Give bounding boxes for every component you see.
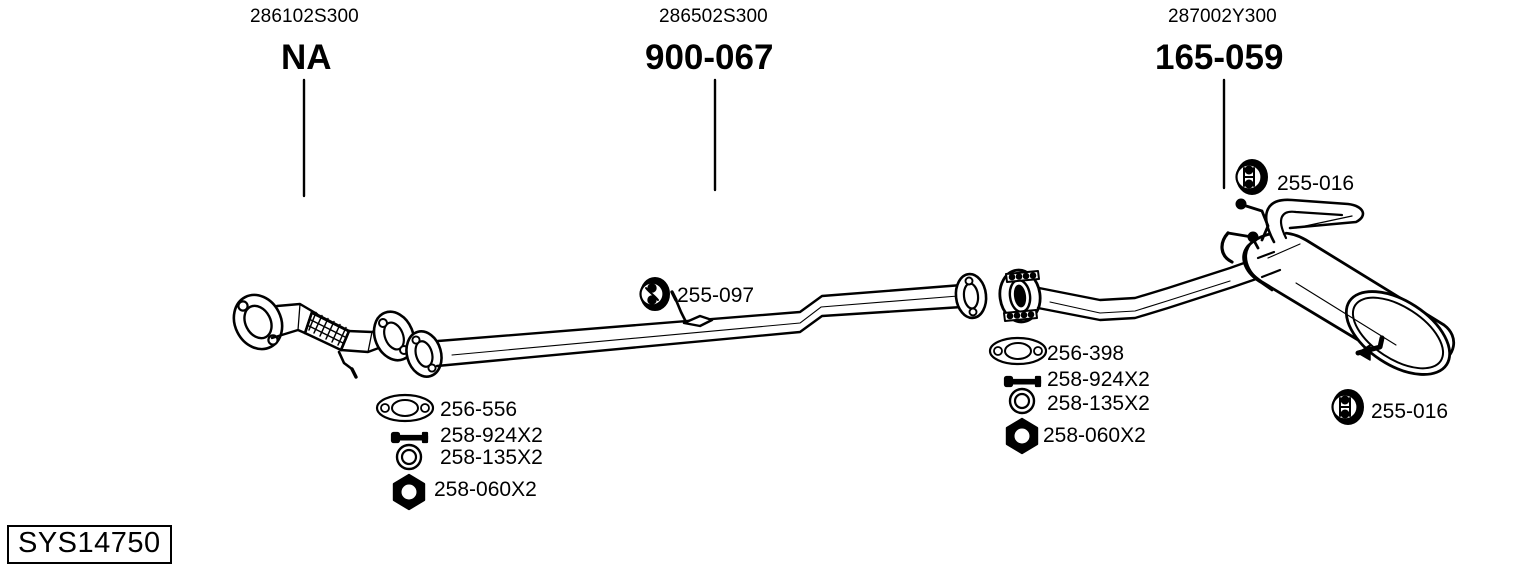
hw-label-front-bolt: 258-924X2 bbox=[440, 424, 543, 447]
oem-number-rear-silencer: 287002Y300 bbox=[1168, 6, 1277, 27]
mount-label-255-016-top: 255-016 bbox=[1277, 172, 1355, 195]
oem-number-front-pipe: 286102S300 bbox=[250, 6, 359, 27]
oem-number-centre-pipe: 286502S300 bbox=[659, 6, 768, 27]
rubber-hanger-h-icon-top bbox=[1235, 159, 1268, 195]
hw-label-rear-washer: 258-135X2 bbox=[1047, 392, 1150, 415]
hw-label-rear-bolt: 258-924X2 bbox=[1047, 368, 1150, 391]
part-number-centre-pipe: 900-067 bbox=[645, 38, 774, 77]
front-pipe-assembly bbox=[232, 293, 416, 379]
mount-label-255-016-bottom: 255-016 bbox=[1371, 400, 1449, 423]
centre-pipe-assembly bbox=[405, 272, 988, 378]
rear-fitting-kit-icons bbox=[988, 336, 1048, 455]
hw-label-front-washer: 258-135X2 bbox=[440, 446, 543, 469]
rear-pipe-assembly bbox=[998, 198, 1456, 376]
mount-label-255-097: 255-097 bbox=[677, 284, 755, 307]
rubber-hanger-round-icon bbox=[639, 277, 670, 311]
rubber-hanger-h-icon-bottom bbox=[1331, 389, 1364, 425]
hw-label-rear-gasket: 256-398 bbox=[1047, 342, 1125, 365]
part-number-front-pipe: NA bbox=[281, 38, 332, 77]
hw-label-rear-nut: 258-060X2 bbox=[1043, 424, 1146, 447]
system-code-box: SYS14750 bbox=[7, 525, 172, 564]
system-code-text: SYS14750 bbox=[18, 527, 161, 559]
part-number-rear-silencer: 165-059 bbox=[1155, 38, 1284, 77]
hw-label-front-gasket: 256-556 bbox=[440, 398, 518, 421]
hw-label-front-nut: 258-060X2 bbox=[434, 478, 537, 501]
front-fitting-kit-icons bbox=[375, 393, 435, 511]
